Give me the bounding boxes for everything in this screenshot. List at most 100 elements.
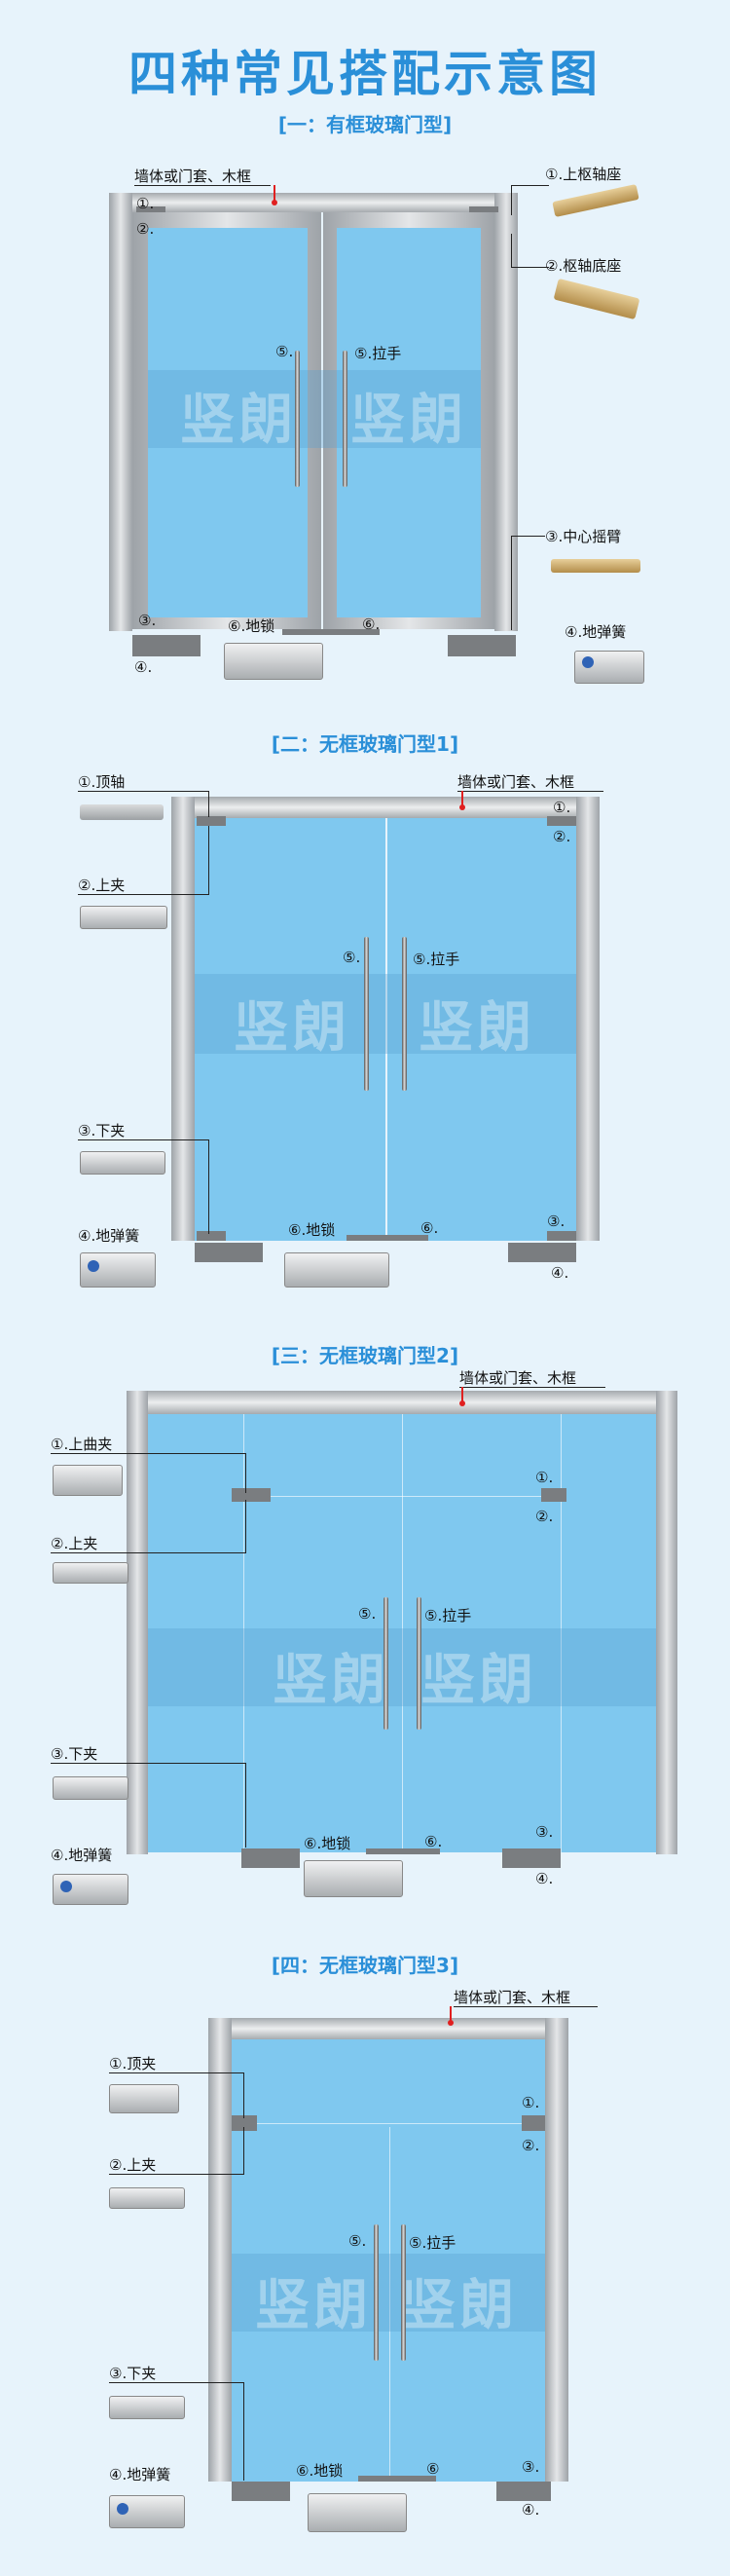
left-glass (148, 228, 308, 617)
lower-clamp-image (109, 2396, 185, 2419)
page-title: 四种常见搭配示意图 (128, 46, 602, 102)
watermark-right: 竖朗 (419, 996, 535, 1060)
num-2-right: ②. (553, 828, 571, 845)
watermark-right: 竖朗 (420, 1649, 537, 1712)
part-1-label: ①.上曲夹 (51, 1436, 113, 1453)
part-2-leader (511, 234, 549, 268)
num-4-left: ④. (134, 658, 153, 676)
floor-spring-key-icon (582, 656, 594, 668)
part-1-leader (109, 2072, 244, 2118)
wall-leader (454, 2006, 598, 2007)
top-patch-right (547, 816, 576, 826)
upper-clamp-image (109, 2187, 185, 2209)
right-handle (401, 2224, 406, 2361)
num-3-right: ③. (547, 1213, 566, 1230)
center-arm-image (551, 559, 640, 573)
num-1-right: ①. (535, 1469, 554, 1486)
wall-label: 墙体或门套、木框 (134, 168, 252, 185)
part-1-leader (51, 1453, 246, 1493)
glass-seam (232, 2123, 545, 2124)
left-handle (364, 937, 369, 1091)
top-frame (127, 1391, 677, 1414)
right-glass (387, 818, 576, 1241)
wall-marker (272, 200, 277, 205)
left-frame (127, 1391, 148, 1854)
watermark-right: 竖朗 (350, 389, 467, 452)
part-2-label: ②.枢轴底座 (545, 257, 622, 275)
watermark-left: 竖朗 (234, 996, 350, 1060)
right-frame (656, 1391, 677, 1854)
part-1-label: ①.顶夹 (109, 2055, 157, 2072)
part-3-label: ③.下夹 (51, 1745, 98, 1763)
floor-spring-left (232, 2482, 290, 2501)
wall-marker (459, 804, 465, 810)
num-6-right: ⑥. (424, 1833, 443, 1850)
glass-seam (389, 2127, 390, 2482)
part-3-leader (109, 2382, 244, 2481)
glass-panel (232, 2039, 545, 2482)
part-3-label: ③.中心摇臂 (545, 528, 622, 545)
section-2-title: [二：无框玻璃门型1] (271, 732, 459, 756)
num-5-left: ⑤. (275, 343, 294, 360)
part-1-label: ①.顶轴 (78, 773, 126, 791)
bottom-patch-right (547, 1231, 576, 1241)
part-3-leader (78, 1139, 209, 1234)
upper-curved-clamp-image (53, 1465, 123, 1496)
num-1-right: ①. (522, 2094, 540, 2111)
top-pivot-image (552, 184, 639, 217)
glass-seam (243, 1496, 561, 1497)
floor-lock-image (304, 1860, 403, 1897)
part-2-leader (51, 1500, 246, 1553)
left-handle (374, 2224, 379, 2361)
num-6-left: ⑥.地锁 (296, 2462, 344, 2480)
watermark-left: 竖朗 (273, 1649, 389, 1712)
left-frame (208, 2018, 232, 2482)
left-frame (171, 797, 195, 1241)
floor-spring-key-icon (88, 1260, 99, 1272)
watermark-right: 竖朗 (401, 2274, 518, 2337)
part-1-label: ①.上枢轴座 (545, 166, 622, 183)
num-2-right: ②. (522, 2137, 540, 2154)
top-patch-left (197, 816, 226, 826)
num-3-right: ③. (535, 1823, 554, 1841)
left-glass (195, 818, 385, 1241)
wall-leader (134, 185, 271, 186)
part-3-label: ③.下夹 (109, 2365, 157, 2382)
pivot-top-right (469, 206, 498, 212)
num-5-right: ⑤.拉手 (413, 951, 460, 968)
num-6-right: ⑥. (420, 1219, 439, 1237)
wall-marker (448, 2020, 454, 2026)
num-6-right: ⑥ (426, 2460, 440, 2478)
right-handle (402, 937, 407, 1091)
num-4-right: ④. (535, 1870, 554, 1887)
floor-spring-right (508, 1243, 576, 1262)
top-frame (109, 193, 518, 212)
part-2-leader (109, 2127, 244, 2175)
top-clamp-right (522, 2115, 545, 2131)
num-6-left: ⑥.地锁 (288, 1221, 336, 1239)
floor-spring-left (241, 1848, 300, 1868)
floor-spring-right (502, 1848, 561, 1868)
floor-lock-image (308, 2493, 407, 2532)
floor-spring-key-icon (117, 2503, 128, 2515)
part-1-leader (511, 185, 549, 215)
num-5-right: ⑤.拉手 (354, 345, 402, 362)
watermark-band (232, 2254, 545, 2332)
top-clamp-image (109, 2084, 179, 2113)
part-3-label: ③.下夹 (78, 1122, 126, 1139)
num-4-right: ④. (522, 2501, 540, 2519)
floor-lock-plate (282, 629, 380, 635)
pivot-base-image (553, 278, 640, 320)
right-frame (494, 193, 518, 631)
top-clamp-left (232, 2115, 257, 2131)
section-4-title: [四：无框玻璃门型3] (271, 1954, 459, 1977)
floor-lock-image (224, 643, 323, 680)
num-3-right: ③. (522, 2458, 540, 2476)
left-handle (383, 1597, 388, 1730)
num-6-left: ⑥.地锁 (228, 617, 275, 635)
watermark-left: 竖朗 (180, 389, 297, 452)
floor-spring-right (496, 2482, 551, 2501)
num-1-right: ①. (553, 799, 571, 816)
wall-marker-line (450, 2006, 452, 2022)
section-1-title: [一：有框玻璃门型] (277, 113, 453, 136)
